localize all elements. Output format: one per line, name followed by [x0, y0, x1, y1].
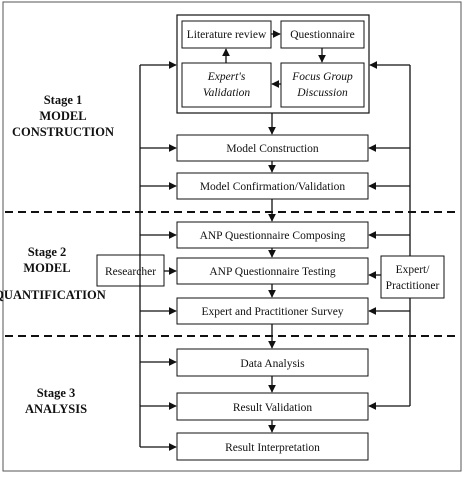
literature-review-box: Literature review: [181, 20, 272, 49]
svg-text:Focus Group: Focus Group: [291, 71, 353, 83]
stage-3-label: Stage 3 ANALYSIS: [25, 386, 87, 416]
result-interpretation-box: Result Interpretation: [176, 432, 369, 461]
result-validation-box: Result Validation: [176, 392, 369, 421]
svg-text:Result Interpretation: Result Interpretation: [225, 442, 320, 454]
model-construction-box: Model Construction: [176, 134, 369, 162]
svg-text:ANP Questionnaire Composing: ANP Questionnaire Composing: [200, 230, 346, 242]
svg-text:ANP Questionnaire Testing: ANP Questionnaire Testing: [209, 266, 336, 278]
researcher-box: Researcher: [96, 254, 165, 287]
svg-text:Discussion: Discussion: [296, 87, 348, 99]
svg-text:Stage 1: Stage 1: [44, 93, 83, 107]
svg-text:Data Analysis: Data Analysis: [240, 358, 305, 370]
stage1-group-frame: [176, 14, 370, 114]
svg-text:Researcher: Researcher: [105, 266, 156, 278]
svg-text:Expert and Practitioner Survey: Expert and Practitioner Survey: [201, 306, 343, 318]
model-confirmation-box: Model Confirmation/Validation: [176, 172, 369, 200]
svg-text:Stage 2: Stage 2: [28, 245, 67, 259]
expert-connectors: [368, 61, 411, 410]
svg-text:Model Construction: Model Construction: [226, 143, 319, 155]
svg-text:Questionnaire: Questionnaire: [290, 29, 355, 41]
svg-text:Literature review: Literature review: [187, 29, 267, 41]
data-analysis-box: Data Analysis: [176, 348, 369, 377]
svg-text:Practitioner: Practitioner: [386, 280, 440, 292]
outer-frame: [2, 1, 462, 472]
anp-testing-box: ANP Questionnaire Testing: [176, 257, 369, 285]
questionnaire-box: Questionnaire: [280, 20, 365, 49]
svg-text:QUANTIFICATION: QUANTIFICATION: [0, 288, 106, 302]
svg-text:Expert/: Expert/: [396, 264, 431, 276]
svg-text:MODEL: MODEL: [39, 109, 86, 123]
svg-text:ANALYSIS: ANALYSIS: [25, 402, 87, 416]
expert-practitioner-box: Expert/ Practitioner: [380, 255, 445, 299]
svg-text:CONSTRUCTION: CONSTRUCTION: [12, 125, 114, 139]
stage-2-label: Stage 2 MODEL QUANTIFICATION: [0, 245, 106, 302]
stage-1-label: Stage 1 MODEL CONSTRUCTION: [12, 93, 114, 139]
focus-group-box: Focus Group Discussion: [280, 62, 365, 108]
svg-text:Expert's: Expert's: [207, 71, 246, 83]
svg-text:Result Validation: Result Validation: [233, 402, 313, 414]
svg-text:Model Confirmation/Validation: Model Confirmation/Validation: [200, 181, 346, 193]
researcher-connectors: [139, 61, 177, 451]
anp-composing-box: ANP Questionnaire Composing: [176, 221, 369, 249]
svg-text:Validation: Validation: [203, 87, 251, 99]
svg-text:Stage 3: Stage 3: [37, 386, 76, 400]
experts-validation-box: Expert's Validation: [181, 62, 272, 108]
survey-box: Expert and Practitioner Survey: [176, 297, 369, 325]
svg-text:MODEL: MODEL: [23, 261, 70, 275]
